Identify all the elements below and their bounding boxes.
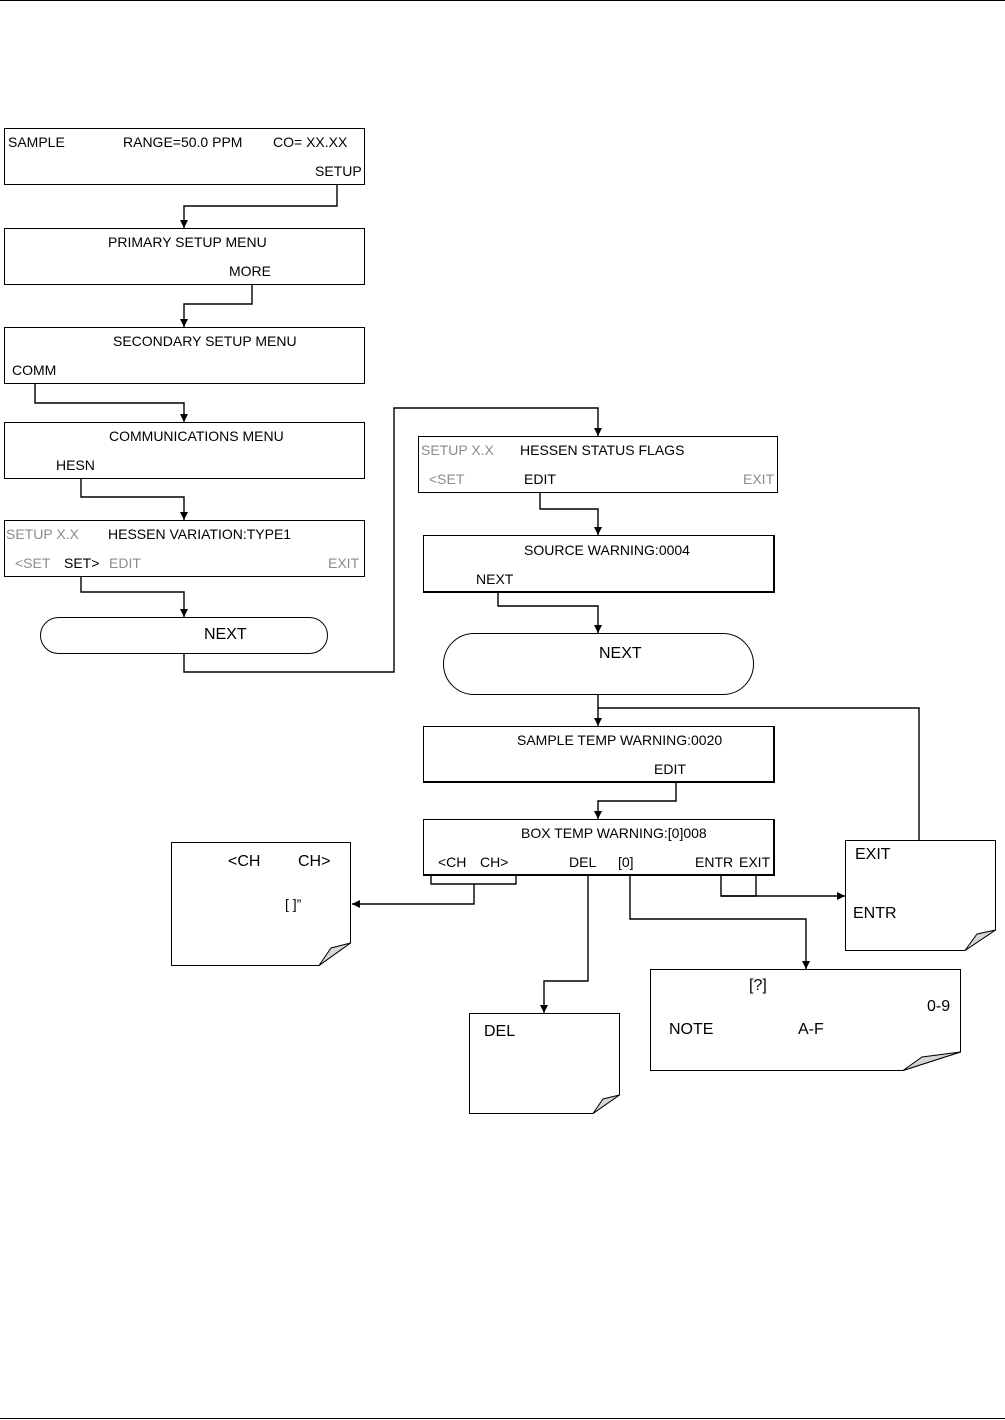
edit-button-2[interactable]: EDIT	[524, 471, 556, 487]
exit-note-exit: EXIT	[855, 846, 891, 863]
source-warning-title: SOURCE WARNING:0004	[524, 542, 690, 558]
secondary-setup-title: SECONDARY SETUP MENU	[113, 333, 297, 349]
hessen-status-flags-screen: SETUP X.X HESSEN STATUS FLAGS <SET EDIT …	[418, 436, 778, 493]
arrow-comm-to-comms	[34, 383, 188, 422]
digit-note-hex: A-F	[798, 1021, 824, 1038]
setup-version-label-2: SETUP X.X	[421, 442, 494, 458]
note-shape-2	[845, 840, 996, 951]
digit-note-range: 0-9	[927, 998, 951, 1015]
edit-button[interactable]: EDIT	[109, 555, 141, 571]
range-readout: RANGE=50.0 PPM	[123, 134, 243, 150]
next-pill-label-2: NEXT	[599, 645, 642, 662]
exit-button-3[interactable]: EXIT	[739, 854, 771, 870]
primary-setup-screen: PRIMARY SETUP MENU MORE	[4, 228, 365, 285]
arrow-exit-note-loop	[598, 707, 920, 840]
ch-note-next: CH>	[298, 853, 331, 870]
hessen-variation-screen: SETUP X.X HESSEN VARIATION:TYPE1 <SET SE…	[4, 520, 365, 577]
prev-set-button-2[interactable]: <SET	[429, 471, 465, 487]
setup-button[interactable]: SETUP	[315, 163, 362, 179]
communications-title: COMMUNICATIONS MENU	[109, 428, 284, 444]
co-readout: CO= XX.XX	[273, 134, 348, 150]
sample-screen: SAMPLE RANGE=50.0 PPM CO= XX.XX SETUP	[4, 128, 365, 185]
arrow-next-to-status-flags	[183, 407, 602, 673]
primary-setup-title: PRIMARY SETUP MENU	[108, 234, 267, 250]
arrow-ch-to-note	[352, 884, 475, 908]
del-note-label: DEL	[484, 1023, 516, 1040]
ch-note-bracket: [ ]”	[285, 896, 302, 912]
arrow-set-to-next	[80, 577, 188, 617]
delete-note: DEL	[469, 1013, 620, 1114]
box-temp-title-text: BOX TEMP WARNING:	[521, 825, 668, 841]
hesn-button[interactable]: HESN	[56, 457, 95, 473]
digit-note-cursor: [?]	[749, 977, 767, 994]
arrow-source-next-to-pill	[497, 591, 602, 633]
hessen-status-flags-title: HESSEN STATUS FLAGS	[520, 442, 685, 458]
box-temp-remaining-digits: 008	[683, 825, 707, 841]
arrow-hesn-to-variation	[80, 478, 188, 520]
next-pill-label: NEXT	[204, 626, 247, 643]
digit-note-note: NOTE	[669, 1021, 714, 1038]
enter-button[interactable]: ENTR	[695, 854, 734, 870]
box-temp-cursor-digit: [0]	[667, 825, 684, 841]
exit-entr-note: EXIT ENTR	[845, 840, 996, 951]
digit-keys-note: [?] 0-9 NOTE A-F	[650, 969, 961, 1071]
next-action-pill-right: NEXT	[443, 633, 754, 695]
delete-button[interactable]: DEL	[569, 854, 597, 870]
digit-button[interactable]: [0]	[618, 854, 634, 870]
exit-note-entr: ENTR	[853, 905, 897, 922]
next-button[interactable]: NEXT	[476, 571, 514, 587]
hessen-variation-title: HESSEN VARIATION:TYPE1	[108, 526, 292, 542]
arrow-setup-to-primary	[180, 184, 338, 228]
page-top-rule	[0, 0, 1005, 1]
more-button[interactable]: MORE	[229, 263, 271, 279]
box-temp-warning-title: BOX TEMP WARNING:[0]008	[521, 825, 707, 841]
exit-button[interactable]: EXIT	[328, 555, 360, 571]
sample-mode-label: SAMPLE	[8, 134, 65, 150]
setup-version-label: SETUP X.X	[6, 526, 79, 542]
arrow-more-to-secondary	[180, 283, 253, 327]
exit-button-2[interactable]: EXIT	[743, 471, 775, 487]
page-bottom-rule	[0, 1418, 1005, 1419]
note-shape	[171, 842, 351, 966]
next-set-button[interactable]: SET>	[64, 555, 100, 571]
ch-keys-note: <CH CH> [ ]”	[171, 842, 351, 966]
next-char-button[interactable]: CH>	[480, 854, 509, 870]
arrow-edit-to-box-temp	[594, 781, 677, 819]
source-warning-screen: SOURCE WARNING:0004 NEXT	[423, 535, 775, 593]
arrow-edit-to-source	[539, 491, 602, 535]
secondary-setup-screen: SECONDARY SETUP MENU COMM	[4, 327, 365, 384]
comm-button[interactable]: COMM	[12, 362, 57, 378]
arrow-del-to-note	[540, 873, 589, 1013]
ch-note-prev: <CH	[228, 853, 261, 870]
sample-temp-warning-title: SAMPLE TEMP WARNING:0020	[517, 732, 723, 748]
edit-button-3[interactable]: EDIT	[654, 761, 686, 777]
note-shape-4	[650, 969, 961, 1071]
note-shape-3	[469, 1013, 620, 1114]
arrow-digit-to-note	[629, 873, 810, 969]
prev-set-button[interactable]: <SET	[15, 555, 51, 571]
box-temp-warning-screen: BOX TEMP WARNING:[0]008 <CH CH> DEL [0] …	[423, 819, 775, 876]
sample-temp-warning-screen: SAMPLE TEMP WARNING:0020 EDIT	[423, 726, 775, 783]
prev-char-button[interactable]: <CH	[438, 854, 467, 870]
communications-screen: COMMUNICATIONS MENU HESN	[4, 422, 365, 479]
bracket-entr-exit	[720, 873, 757, 897]
next-action-pill-left: NEXT	[40, 617, 328, 654]
